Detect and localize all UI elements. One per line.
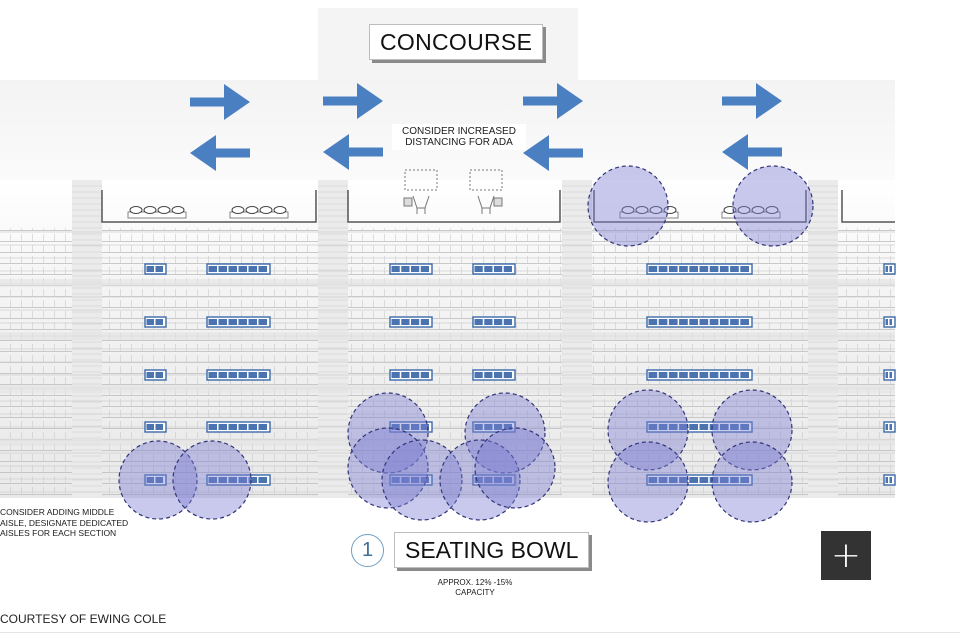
distancing-circle-icon <box>118 165 814 523</box>
ada-distancing-note: CONSIDER INCREASED DISTANCING FOR ADA <box>392 124 526 150</box>
capacity-note: APPROX. 12% -15% CAPACITY <box>437 578 513 597</box>
middle-aisle-note: CONSIDER ADDING MIDDLE AISLE, DESIGNATE … <box>0 507 129 538</box>
section-number-badge: 1 <box>351 534 384 567</box>
image-credit: COURTESY OF EWING COLE <box>0 612 167 626</box>
section-walls <box>101 190 895 223</box>
concourse-label: CONCOURSE <box>369 24 544 60</box>
divider <box>0 632 960 633</box>
highlighted-seats <box>144 263 896 486</box>
table-chairs-icon <box>127 206 781 219</box>
wheelchair-space-icon <box>403 169 503 214</box>
flow-arrows <box>190 83 782 171</box>
seating-bowl-label: SEATING BOWL <box>394 532 590 568</box>
expand-button[interactable]: + <box>821 531 871 580</box>
